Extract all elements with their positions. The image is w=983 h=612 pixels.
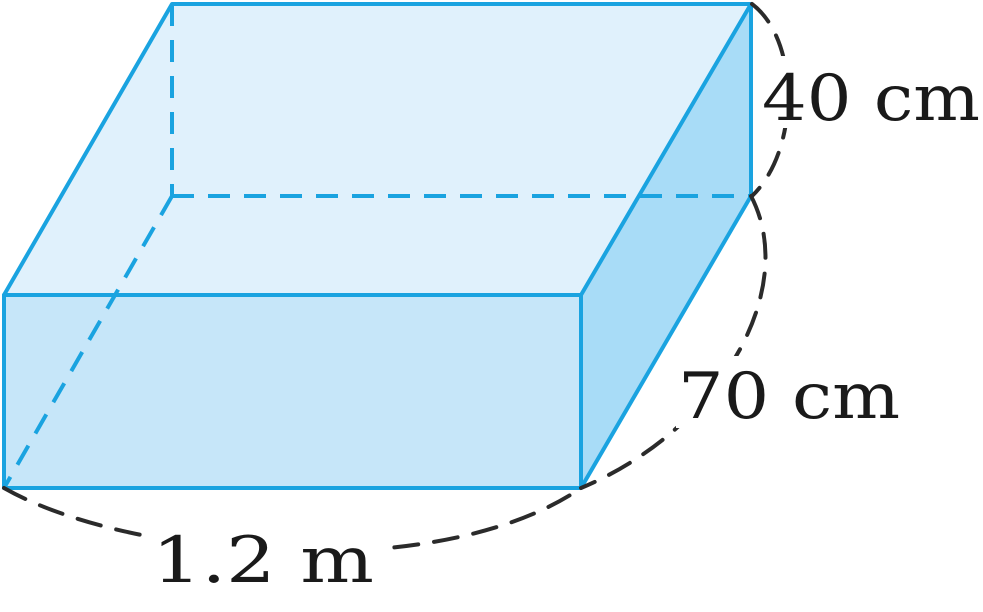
depth-label: 70 cm xyxy=(678,360,900,434)
side-front-edge xyxy=(579,194,753,490)
top-face xyxy=(4,4,751,295)
front-face xyxy=(4,295,581,488)
hidden-edge-left-bottom xyxy=(2,195,174,489)
hidden-edges xyxy=(2,4,751,489)
width-label: 1.2 m xyxy=(152,524,374,598)
width-label-bg xyxy=(150,518,386,602)
height-label-bg xyxy=(760,56,982,128)
depth-label-bg xyxy=(676,356,902,428)
height-label: 40 cm xyxy=(762,62,980,136)
depth-dimension-arc xyxy=(579,194,768,490)
side-face xyxy=(581,4,751,488)
